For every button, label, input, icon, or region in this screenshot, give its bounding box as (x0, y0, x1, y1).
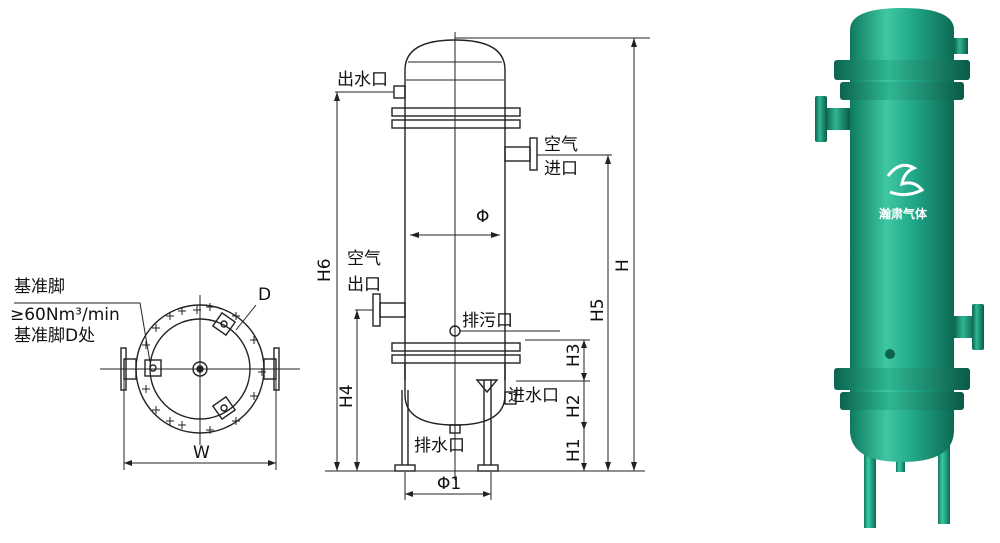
upper-flange-b (391, 119, 521, 129)
label-h1: H1 (564, 438, 584, 462)
elevation-view (325, 32, 650, 500)
plan-right-nozzle (263, 358, 277, 380)
plan-d-leader (235, 304, 257, 331)
label-phi1: Φ1 (437, 474, 461, 494)
plan-foot-hole-top (220, 320, 228, 328)
label-phi: Φ (476, 207, 489, 227)
label-water-inlet: 进水口 (508, 386, 559, 406)
callout-flow-rate: ≥60Nm³/min (10, 305, 120, 325)
photo-top-flange-2 (840, 82, 964, 100)
photo-outlet-flange (972, 304, 984, 350)
label-drain-outlet: 排污口 (462, 311, 513, 331)
h2-arrows (581, 422, 587, 430)
label-air-outlet-2: 出口 (347, 275, 381, 295)
photo-drain-port (885, 349, 895, 359)
photo-inlet-pipe (826, 108, 850, 130)
label-air-outlet-1: 空气 (347, 249, 381, 269)
photo-logo-icon (886, 163, 925, 197)
callout-base-leg: 基准脚 (14, 277, 65, 297)
air-inlet-flange (529, 137, 538, 171)
photo-top-nozzle (954, 38, 968, 54)
product-photo: 瀚肃气体 (815, 8, 984, 528)
photo-bottom-flange (834, 368, 970, 390)
air-outlet-pipe (379, 302, 406, 318)
label-h: H (613, 259, 633, 272)
plan-foot-pad-bottom (211, 395, 237, 421)
lower-flange-a (391, 342, 521, 352)
leg-right-foot (477, 464, 499, 472)
bottom-drain-nozzle (449, 424, 461, 434)
photo-outlet-pipe (954, 316, 976, 338)
callout-base-leg-d: 基准脚D处 (14, 326, 95, 346)
plan-bolt-marks (142, 303, 266, 434)
label-d: D (258, 285, 271, 305)
label-h6: H6 (315, 258, 335, 282)
plan-callout-leader (14, 302, 151, 363)
label-air-inlet-2: 进口 (544, 159, 578, 179)
leg-right-bracket (475, 379, 499, 394)
photo-top-flange (834, 60, 970, 80)
plan-foot-hole-bottom (220, 404, 228, 412)
water-inlet-nozzle (504, 391, 517, 405)
label-h2: H2 (564, 394, 584, 418)
plan-left-nozzle (123, 358, 137, 380)
label-air-inlet-1: 空气 (544, 135, 578, 155)
photo-inlet-flange (815, 96, 827, 142)
label-water-outlet: 出水口 (337, 70, 388, 90)
water-outlet-nozzle (393, 85, 406, 99)
label-water-drain: 排水口 (414, 436, 465, 456)
upper-flange-a (391, 107, 521, 117)
plan-foot-pad-top (211, 311, 237, 337)
air-inlet-pipe (504, 146, 531, 162)
photo-bottom-flange-2 (840, 392, 964, 410)
plan-view (14, 295, 300, 470)
label-h4: H4 (337, 384, 357, 408)
air-outlet-flange (372, 293, 381, 327)
phi-arrows (410, 232, 500, 238)
h1-arrows (581, 463, 587, 471)
label-w: W (193, 443, 210, 463)
plan-foot-hole-left (149, 364, 157, 372)
leg-left-foot (394, 464, 416, 472)
label-h3: H3 (564, 343, 584, 367)
plan-foot-pad-left (144, 359, 162, 377)
label-h5: H5 (588, 298, 608, 322)
lower-flange-b (391, 354, 521, 364)
photo-vessel-body (850, 8, 954, 462)
photo-logo-text: 瀚肃气体 (879, 206, 928, 221)
